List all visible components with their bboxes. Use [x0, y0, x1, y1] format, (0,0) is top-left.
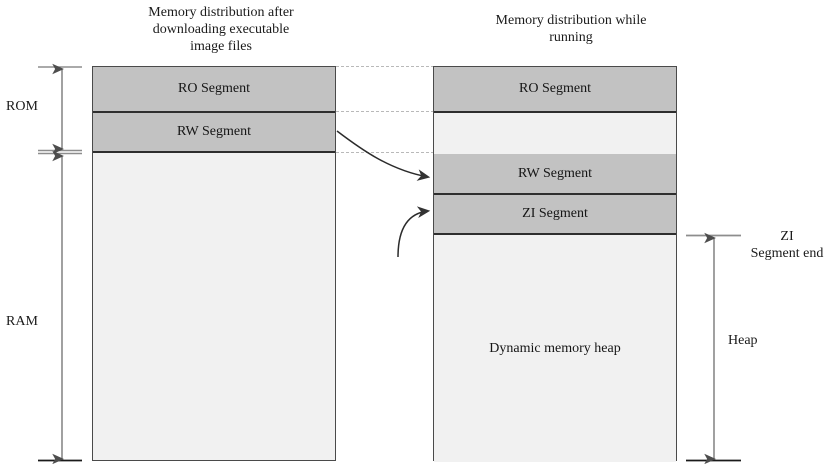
right-segment-dynamic-heap: Dynamic memory heap	[434, 235, 676, 462]
right-segment-zi: ZI Segment	[434, 195, 676, 235]
right-column-title: Memory distribution while running	[495, 13, 647, 45]
right-segment-rw: RW Segment	[434, 154, 676, 195]
dotted-connector-bottom	[336, 152, 434, 153]
right-segment-ro: RO Segment	[434, 67, 676, 113]
right-segment-empty-gap	[434, 113, 676, 154]
left-segment-rw: RW Segment	[93, 113, 335, 153]
bracket-label-ram: RAM	[6, 314, 38, 329]
ram-bracket	[38, 150, 82, 464]
bracket-label-heap: Heap	[728, 333, 758, 348]
left-memory-column: RO Segment RW Segment	[92, 66, 336, 461]
rom-bracket	[38, 63, 82, 155]
left-segment-ro: RO Segment	[93, 67, 335, 113]
arrow-rw-relocation	[336, 130, 431, 181]
arrow-zi-creation	[397, 206, 431, 258]
dotted-connector-top	[336, 66, 434, 67]
bracket-label-rom: ROM	[6, 99, 38, 114]
right-memory-column: RO Segment RW Segment ZI Segment Dynamic…	[433, 66, 677, 462]
dotted-connector-middle	[336, 111, 434, 112]
bracket-label-zi-segment-end: ZI Segment end	[750, 229, 824, 261]
left-column-title: Memory distribution after downloading ex…	[148, 5, 294, 54]
